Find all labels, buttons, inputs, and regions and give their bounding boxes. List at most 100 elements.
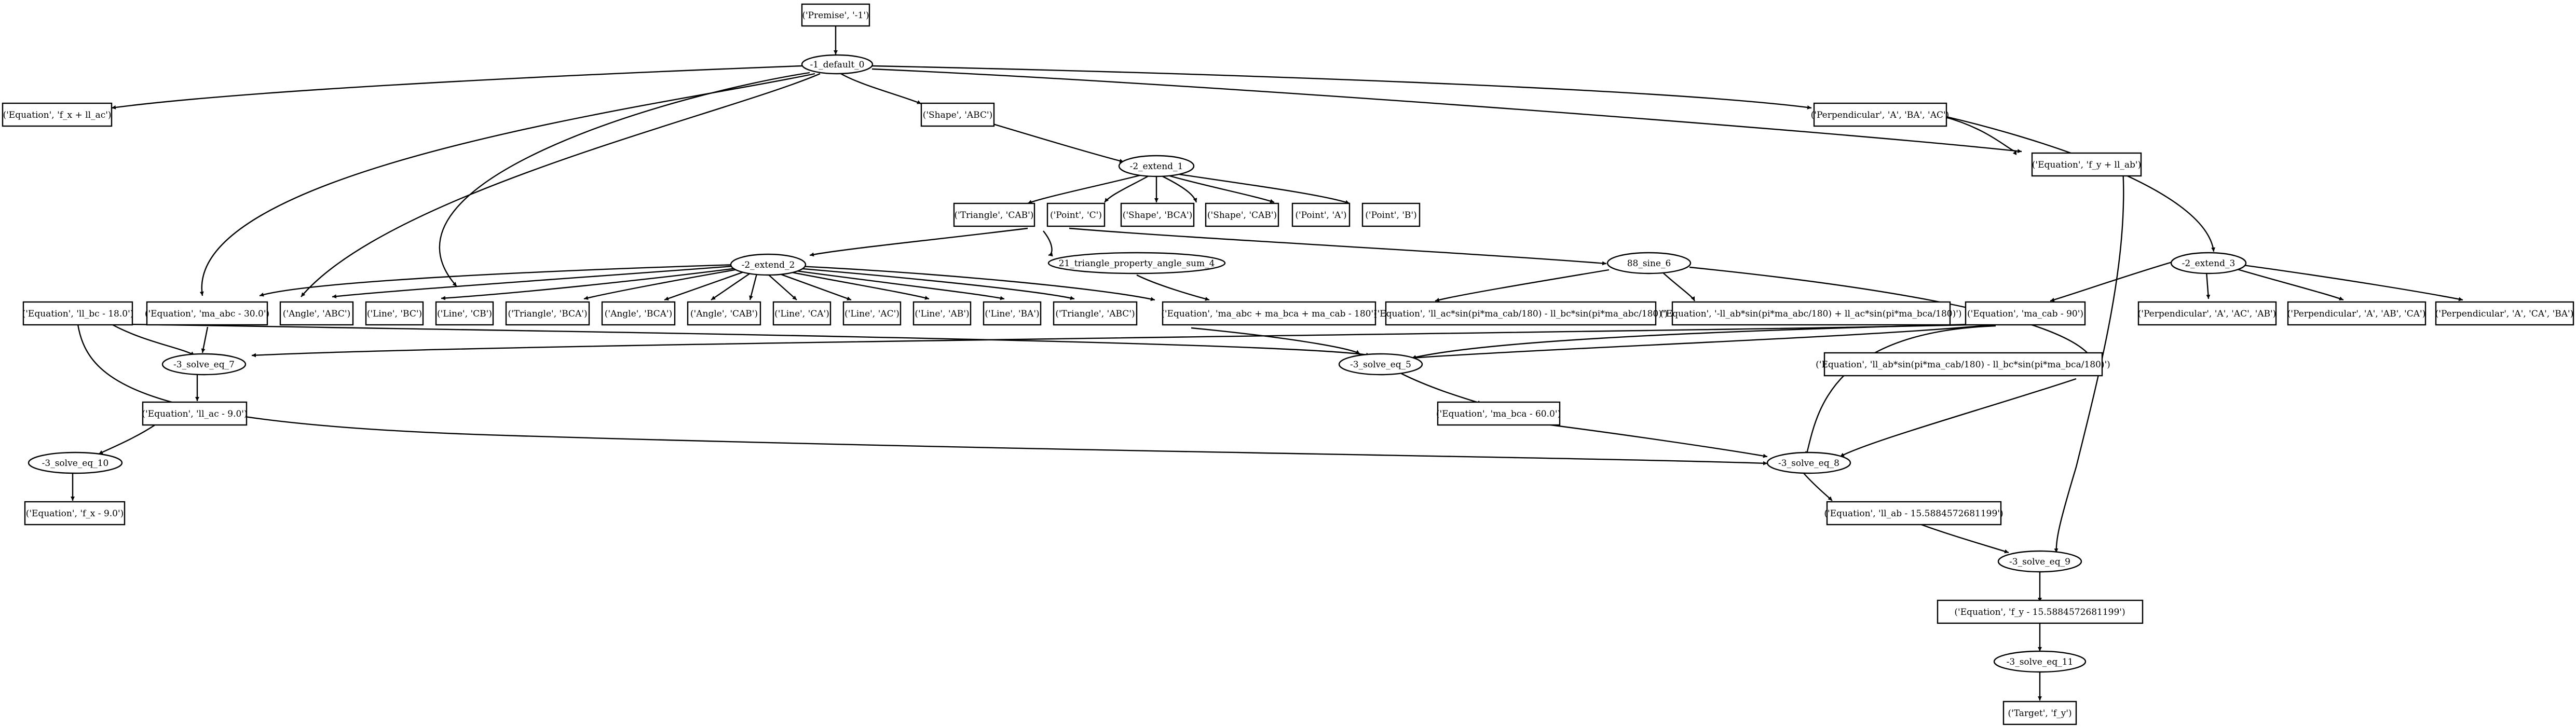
node-triangle-bca[interactable]: ('Triangle', 'BCA')	[505, 301, 590, 326]
node-label: ('Line', 'BA')	[985, 309, 1039, 319]
node-label: ('Line', 'AB')	[915, 309, 969, 319]
edge	[664, 268, 753, 301]
node-sine-6[interactable]: 88_sine_6	[1606, 252, 1692, 274]
edge	[439, 72, 810, 287]
edge	[201, 326, 209, 353]
node-label: -1_default_0	[810, 60, 865, 70]
edge	[1411, 323, 1973, 360]
edge	[778, 266, 1075, 300]
node-eq-maabc[interactable]: ('Equation', 'ma_abc - 30.0')	[145, 301, 269, 326]
node-eq-fx[interactable]: ('Equation', 'f_x + ll_ac')	[2, 102, 113, 127]
node-label: ('Perpendicular', 'A', 'CA', 'BA')	[2435, 309, 2574, 319]
node-triangle-property[interactable]: 21_triangle_property_angle_sum_4	[1047, 252, 1226, 274]
node-perp-ba-ac[interactable]: ('Perpendicular', 'A', 'BA', 'AC')	[1811, 102, 1950, 127]
node-eq-fx-value[interactable]: ('Equation', 'f_x - 9.0')	[24, 501, 126, 526]
node-eq-llac[interactable]: ('Equation', 'll_ac - 9.0')	[142, 401, 248, 426]
node-label: ('Equation', '-ll_ab*sin(pi*ma_abc/180) …	[1660, 309, 1961, 319]
node-label: ('Equation', 'ma_abc - 30.0')	[145, 309, 269, 319]
node-premise[interactable]: ('Premise', '-1')	[801, 3, 870, 27]
edge	[1839, 378, 2077, 458]
node-eq-sine-3[interactable]: ('Equation', 'll_ab*sin(pi*ma_cab/180) -…	[1816, 352, 2110, 377]
edge	[1401, 373, 1482, 405]
node-target[interactable]: ('Target', 'f_y')	[2002, 700, 2077, 725]
node-eq-llbc[interactable]: ('Equation', 'll_bc - 18.0')	[22, 301, 134, 326]
node-label: -2_extend_3	[2182, 258, 2236, 269]
node-label: ('Point', 'C')	[1050, 210, 1102, 221]
edge	[2221, 264, 2344, 301]
edge	[332, 265, 740, 299]
node-eq-angle-sum[interactable]: ('Equation', 'ma_abc + ma_bca + ma_cab -…	[1161, 301, 1377, 326]
node-eq-macab[interactable]: ('Equation', 'ma_cab - 90')	[1965, 301, 2086, 326]
node-label: -2_extend_2	[742, 260, 795, 270]
edge	[1104, 174, 1150, 203]
node-line-ab[interactable]: ('Line', 'AB')	[912, 301, 972, 326]
node-solve-7[interactable]: -3_solve_eq_7	[161, 353, 247, 376]
node-triangle-abc[interactable]: ('Triangle', 'ABC')	[1053, 301, 1138, 326]
node-perp-ca-ba[interactable]: ('Perpendicular', 'A', 'CA', 'BA')	[2435, 301, 2574, 326]
node-label: ('Shape', 'BCA')	[1123, 210, 1193, 221]
node-extend-2[interactable]: -2_extend_2	[730, 253, 807, 276]
node-solve-9[interactable]: -3_solve_eq_9	[1997, 550, 2082, 573]
node-line-ca[interactable]: ('Line', 'CA')	[772, 301, 832, 326]
edge	[1435, 269, 1610, 302]
node-default-0[interactable]: -1_default_0	[801, 54, 874, 75]
node-label: ('Premise', '-1')	[802, 10, 869, 21]
edge	[2054, 168, 2124, 553]
node-perp-ab-ca[interactable]: ('Perpendicular', 'A', 'AB', 'CA')	[2287, 301, 2427, 326]
edge	[1546, 423, 1768, 458]
node-shape-cab[interactable]: ('Shape', 'CAB')	[1205, 202, 1279, 227]
node-label: -3_solve_eq_7	[173, 360, 235, 370]
node-label: ('Perpendicular', 'A', 'BA', 'AC')	[1811, 110, 1950, 120]
node-angle-abc[interactable]: ('Angle', 'ABC')	[279, 301, 354, 326]
node-line-ba[interactable]: ('Line', 'BA')	[983, 301, 1042, 326]
node-label: ('Equation', 'ma_cab - 90')	[1967, 309, 2083, 319]
node-label: ('Triangle', 'ABC')	[1055, 309, 1135, 319]
node-label: ('Equation', 'll_ac*sin(pi*ma_cab/180) -…	[1374, 309, 1668, 319]
node-shape-abc[interactable]: ('Shape', 'ABC')	[920, 102, 995, 127]
node-extend-1[interactable]: -2_extend_1	[1118, 155, 1195, 177]
node-label: -3_solve_eq_5	[1350, 360, 1411, 370]
edge	[1660, 270, 1696, 301]
node-angle-cab[interactable]: ('Angle', 'CAB')	[687, 301, 761, 326]
node-eq-llab[interactable]: ('Equation', 'll_ab - 15.5884572681199')	[1824, 501, 2003, 526]
node-label: -2_extend_1	[1130, 161, 1183, 172]
edge	[770, 267, 930, 300]
node-point-a[interactable]: ('Point', 'A')	[1291, 202, 1351, 227]
node-solve-10[interactable]: -3_solve_eq_10	[28, 451, 123, 474]
node-angle-bca[interactable]: ('Angle', 'BCA')	[601, 301, 676, 326]
node-eq-sine-2[interactable]: ('Equation', '-ll_ab*sin(pi*ma_abc/180) …	[1660, 301, 1962, 326]
node-solve-5[interactable]: -3_solve_eq_5	[1338, 353, 1423, 376]
node-label: ('Line', 'BC')	[367, 309, 422, 319]
edge	[1943, 116, 2018, 155]
node-point-b[interactable]: ('Point', 'B')	[1361, 202, 1421, 227]
node-solve-11[interactable]: -3_solve_eq_11	[1993, 650, 2087, 673]
node-shape-bca[interactable]: ('Shape', 'BCA')	[1120, 202, 1195, 227]
node-line-ac[interactable]: ('Line', 'AC')	[842, 301, 902, 326]
node-label: ('Perpendicular', 'A', 'AB', 'CA')	[2287, 309, 2426, 319]
node-label: 21_triangle_property_angle_sum_4	[1059, 258, 1215, 269]
node-triangle-cab[interactable]: ('Triangle', 'CAB')	[953, 202, 1035, 227]
edge	[111, 323, 195, 356]
edge	[1910, 519, 2009, 554]
node-eq-sine-1[interactable]: ('Equation', 'll_ac*sin(pi*ma_cab/180) -…	[1374, 301, 1668, 326]
node-label: ('Triangle', 'CAB')	[955, 210, 1034, 221]
node-label: ('Equation', 'll_ab - 15.5884572681199')	[1824, 509, 2003, 519]
node-point-c[interactable]: ('Point', 'C')	[1046, 202, 1106, 227]
node-eq-fy[interactable]: ('Equation', 'f_y + ll_ab')	[2031, 152, 2142, 177]
node-solve-8[interactable]: -3_solve_eq_8	[1766, 451, 1851, 474]
node-label: ('Shape', 'CAB')	[1207, 210, 1277, 221]
edges	[71, 26, 2463, 700]
node-line-bc[interactable]: ('Line', 'BC')	[365, 301, 424, 326]
edge	[1689, 266, 2095, 364]
node-label: ('Line', 'CA')	[774, 309, 829, 319]
edge	[441, 266, 745, 300]
edge	[1191, 327, 1360, 355]
node-eq-mabca[interactable]: ('Equation', 'ma_bca - 60.0')	[1436, 401, 1561, 426]
node-label: ('Equation', 'ma_abc + ma_bca + ma_cab -…	[1161, 309, 1377, 319]
node-label: ('Equation', 'f_y + ll_ab')	[2032, 160, 2141, 170]
node-extend-3[interactable]: -2_extend_3	[2170, 252, 2247, 274]
node-line-cb[interactable]: ('Line', 'CB')	[435, 301, 494, 326]
node-eq-fy-value[interactable]: ('Equation', 'f_y - 15.5884572681199')	[1937, 599, 2144, 624]
edge	[871, 65, 1812, 109]
node-perp-ac-ab[interactable]: ('Perpendicular', 'A', 'AC', 'AB')	[2138, 301, 2277, 326]
